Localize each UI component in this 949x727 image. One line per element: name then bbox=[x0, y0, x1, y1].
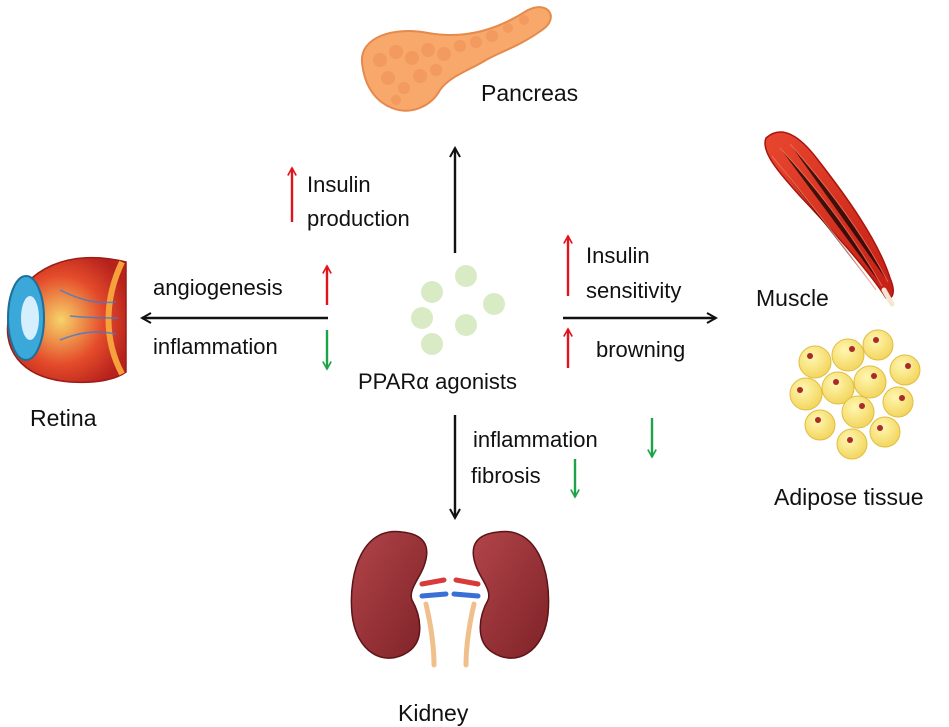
eye-illustration bbox=[6, 256, 127, 384]
kidney-illustration bbox=[350, 530, 550, 668]
muscle-illustration bbox=[764, 131, 895, 307]
effect-angiogenesis: angiogenesis bbox=[153, 275, 283, 300]
pancreas-label: Pancreas bbox=[481, 80, 579, 106]
adipose-tissue-label: Adipose tissue bbox=[774, 484, 924, 510]
effect-fibrosis: fibrosis bbox=[471, 463, 541, 488]
ppar-agonist-molecules bbox=[411, 265, 505, 355]
muscle-label: Muscle bbox=[756, 285, 829, 311]
main-arrows bbox=[142, 148, 716, 518]
pancreas-illustration bbox=[360, 6, 552, 112]
center-label: PPARα agonists bbox=[358, 369, 518, 394]
effect-insulin-sensitivity: Insulin sensitivity bbox=[586, 243, 682, 303]
effect-insulin-production: Insulin production bbox=[307, 172, 410, 231]
retina-label: Retina bbox=[30, 405, 97, 431]
effect-inflammation-kidney: inflammation bbox=[473, 427, 598, 452]
kidney-label: Kidney bbox=[398, 700, 469, 726]
effect-arrows bbox=[292, 168, 652, 497]
effect-inflammation-retina: inflammation bbox=[153, 334, 278, 359]
effect-browning: browning bbox=[596, 337, 686, 362]
adipose-illustration bbox=[789, 329, 921, 460]
